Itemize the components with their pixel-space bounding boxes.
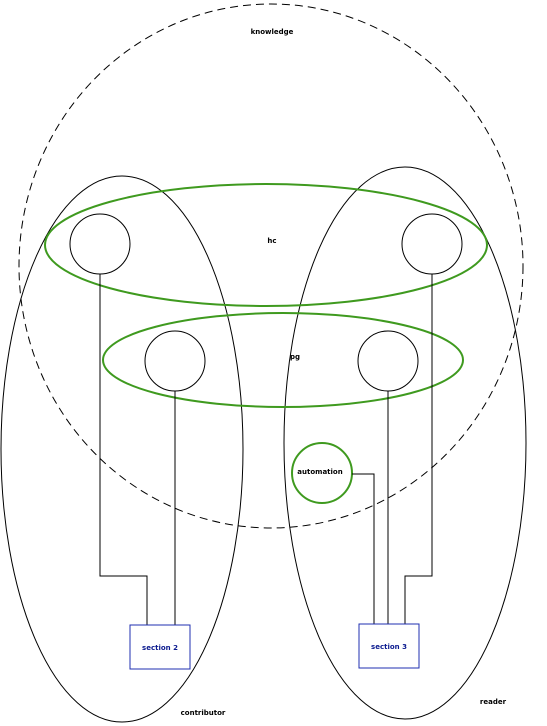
contributor-label: contributor [181, 709, 226, 717]
connector-hc-right-to-section3 [404, 274, 433, 624]
hc-left-node [69, 213, 131, 275]
knowledge-boundary [18, 3, 524, 529]
section2-box [129, 624, 191, 670]
section3-label: section 3 [371, 643, 407, 651]
knowledge-label: knowledge [251, 28, 294, 36]
pg-right-node [357, 330, 419, 392]
connector-hc-left-to-section2 [99, 274, 148, 625]
section2-label: section 2 [142, 644, 178, 652]
pg-left-node [144, 330, 206, 392]
contributor-ellipse [0, 175, 244, 723]
connector-automation-to-section3 [352, 473, 375, 624]
pg-label: pg [290, 353, 300, 361]
hc-group-ellipse [44, 183, 488, 307]
reader-ellipse [283, 166, 527, 720]
hc-right-node [401, 213, 463, 275]
reader-label: reader [480, 698, 507, 706]
pg-group-ellipse [102, 312, 464, 408]
automation-label: automation [297, 468, 342, 476]
automation-circle [291, 442, 353, 504]
section3-box [358, 623, 420, 669]
hc-label: hc [267, 237, 276, 245]
